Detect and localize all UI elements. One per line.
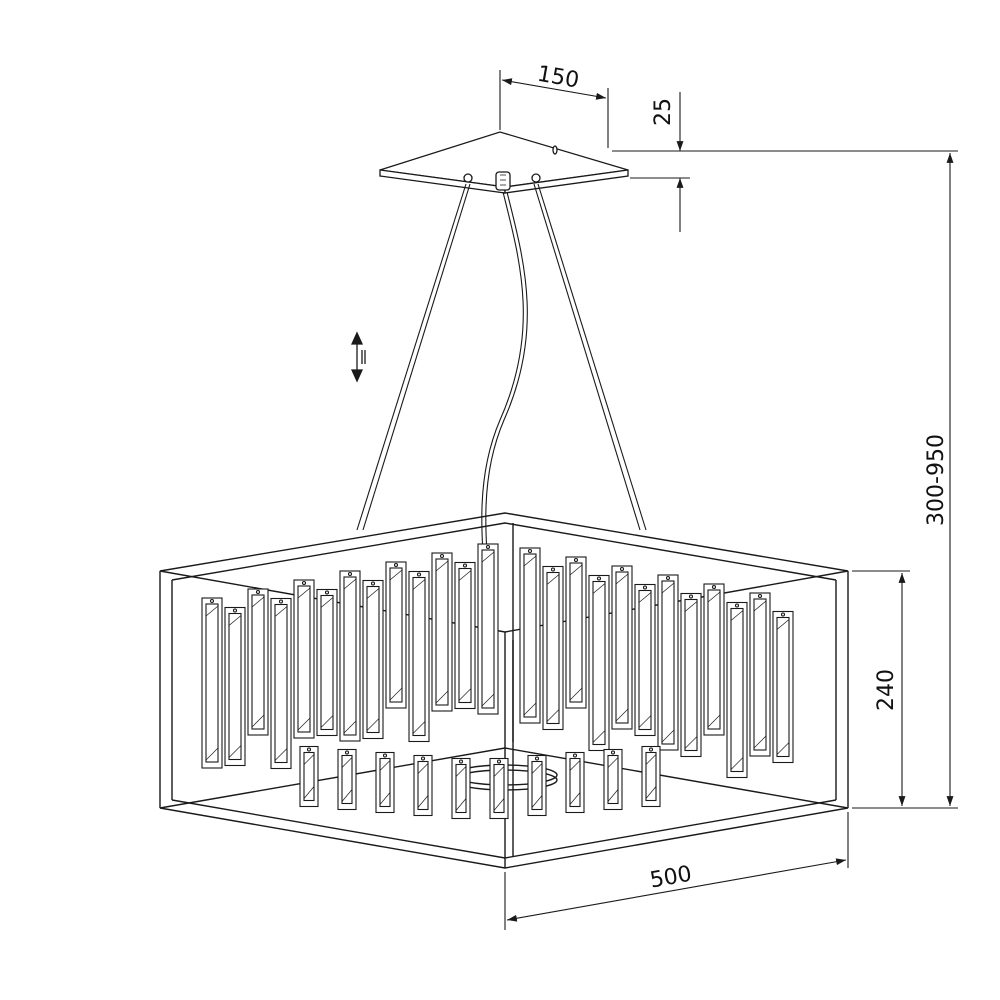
crystal-elements: [201, 543, 794, 820]
crystal-element: [657, 574, 679, 751]
dimension-lines: [499, 70, 958, 930]
crystal-element: [201, 597, 223, 769]
dimension-label-total-height: 300-950: [924, 434, 949, 526]
crystal-element: [588, 574, 610, 752]
crystal-element: [565, 556, 587, 709]
crystal-element: [385, 561, 407, 709]
crystal-element: [224, 606, 246, 767]
crystal-element: [680, 592, 702, 758]
crystal-element: [454, 561, 476, 710]
crystal-element: [611, 565, 633, 730]
crystal-element: [542, 565, 564, 731]
crystal-element: [293, 579, 315, 739]
crystal-element: [703, 583, 725, 736]
crystal-element: [299, 745, 319, 808]
crystal-element: [316, 588, 338, 737]
crystal-element: [641, 745, 661, 808]
crystal-element: [634, 583, 656, 737]
crystal-element: [337, 748, 357, 811]
dimension-label-canopy-height: 25: [651, 98, 676, 126]
crystal-element: [413, 754, 433, 817]
dimension-label-body-width: 500: [648, 862, 694, 894]
crystal-element: [603, 748, 623, 811]
crystal-element: [270, 597, 292, 770]
ceiling-canopy: [379, 131, 629, 194]
crystal-element: [527, 754, 547, 817]
crystal-element: [431, 552, 453, 712]
crystal-element: [362, 579, 384, 740]
crystal-element: [408, 570, 430, 743]
crystal-element: [339, 570, 361, 742]
crystal-element: [375, 751, 395, 814]
crystal-element: [519, 547, 541, 724]
crystal-element: [477, 543, 499, 715]
crystal-element: [726, 601, 748, 779]
crystal-element: [772, 610, 794, 764]
vertical-double-arrow-icon: [350, 331, 366, 383]
dimension-label-canopy-width: 150: [535, 62, 581, 94]
crystal-element: [749, 592, 771, 757]
dimension-label-body-height: 240: [874, 669, 899, 711]
crystal-element: [451, 757, 471, 820]
crystal-element: [565, 751, 585, 814]
crystal-element: [247, 588, 269, 736]
crystal-element: [489, 757, 509, 820]
